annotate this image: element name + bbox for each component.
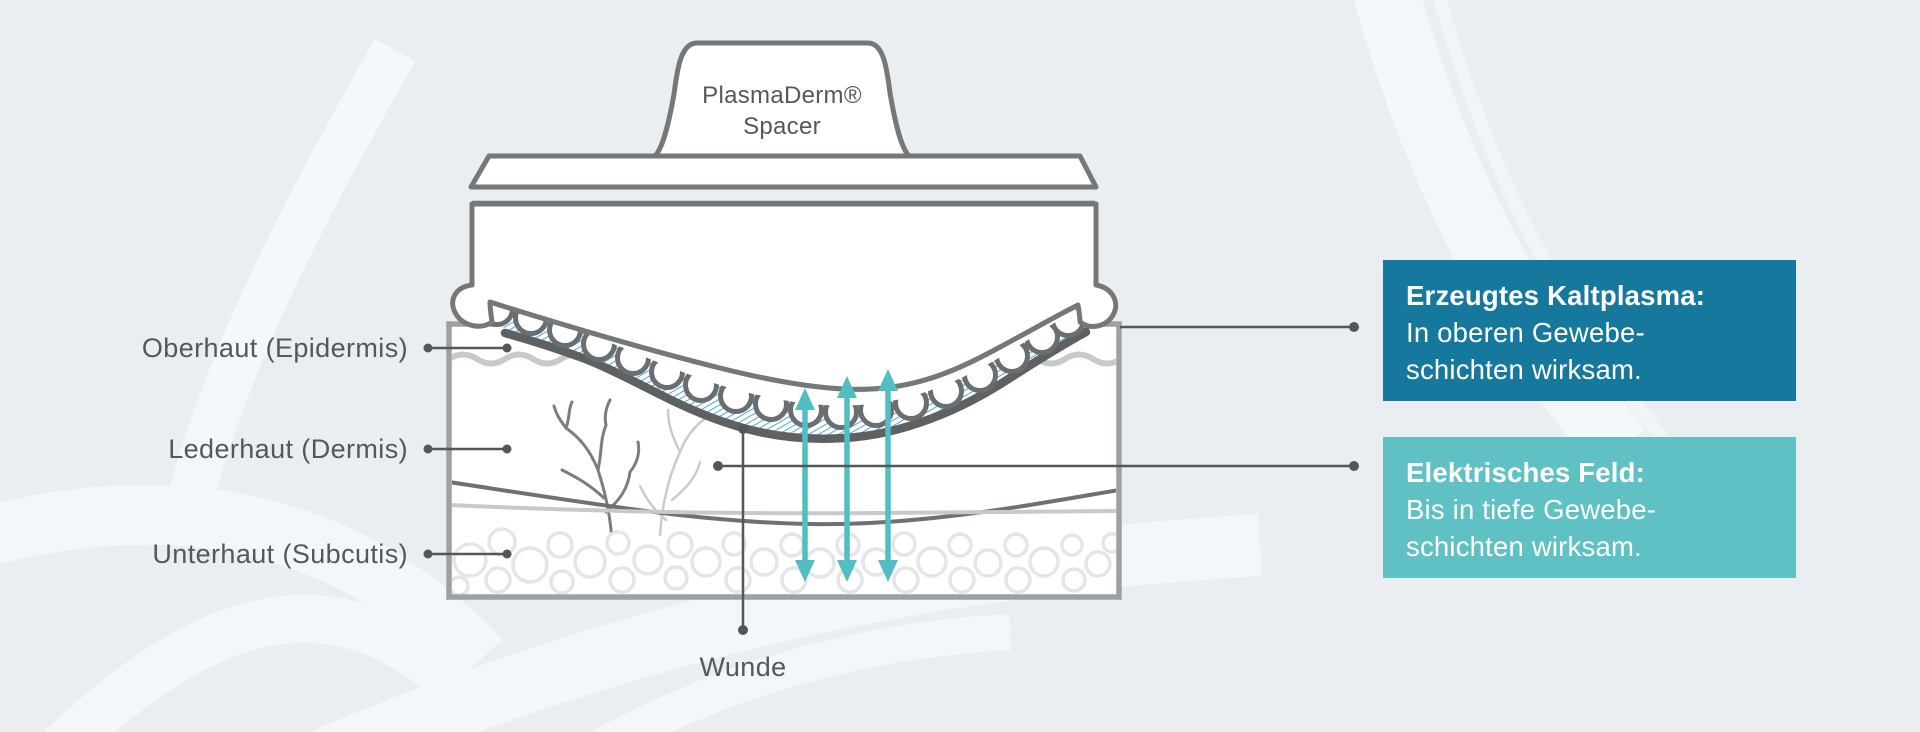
- spacer-top-face: [468, 153, 1099, 190]
- label-subcutis: Unterhaut (Subcutis): [152, 539, 408, 569]
- spacer-connector-plug: [651, 40, 913, 160]
- callout-cold-plasma-title: Erzeugtes Kaltplasma:: [1406, 280, 1706, 311]
- dermis-subcutis-boundary-light: [452, 503, 1116, 516]
- dermis-subcutis-boundary-dark: [452, 480, 1116, 527]
- callout-electric-field-line2: schichten wirksam.: [1406, 531, 1642, 562]
- label-wound: Wunde: [699, 652, 787, 682]
- callout-cold-plasma-line2: schichten wirksam.: [1406, 354, 1642, 385]
- electric-field-arrows: [795, 369, 898, 582]
- callout-electric-field: Elektrisches Feld: Bis in tiefe Gewebe- …: [1383, 437, 1796, 578]
- label-epidermis: Oberhaut (Epidermis): [141, 333, 408, 363]
- device-label: PlasmaDerm® Spacer: [632, 80, 932, 142]
- callout-electric-field-title: Elektrisches Feld:: [1406, 457, 1645, 488]
- device-part: Spacer: [743, 113, 821, 140]
- leader-lines: [423, 322, 1359, 635]
- callout-electric-field-line1: Bis in tiefe Gewebe-: [1406, 494, 1657, 525]
- label-dermis: Lederhaut (Dermis): [168, 434, 408, 464]
- callout-cold-plasma-line1: In oberen Gewebe-: [1406, 317, 1645, 348]
- callout-cold-plasma: Erzeugtes Kaltplasma: In oberen Gewebe- …: [1383, 260, 1796, 401]
- device-name: PlasmaDerm®: [702, 82, 862, 109]
